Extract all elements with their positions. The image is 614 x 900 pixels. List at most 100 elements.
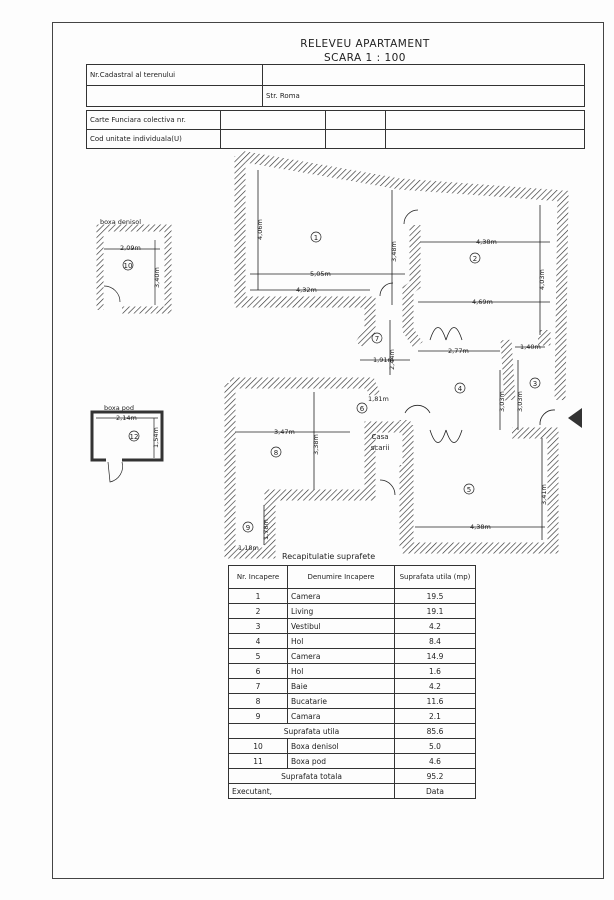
cell-nr: 2 [228,603,288,619]
cell [385,129,585,149]
dim-label: 1,81m [368,395,389,403]
cell-name: Bucatarie [287,693,395,709]
boxa-denisol: boxa denisol 2,09m 3,40m 10 [96,218,172,314]
cell-nr: 4 [228,633,288,649]
cell-name: Baie [287,678,395,694]
boxa-denisol-number: 10 [124,262,133,270]
room-5-label: 5 [467,486,471,494]
room-labels: 1 2 3 4 5 6 7 8 9 Casa scarii [242,231,541,533]
header-nr: Nr. Incapere [228,565,288,589]
dim-label: 1,18m [238,544,259,552]
cell-name: Boxa pod [287,753,395,769]
entrance-arrow-icon [568,408,582,428]
cell-nr: 9 [228,708,288,724]
cell-name: Camera [287,588,395,604]
table-row-executant: Executant, Data [228,783,476,799]
room-8-label: 8 [274,449,278,457]
dim-label: 5,05m [310,270,331,278]
room-7-label: 7 [375,335,379,343]
room-3-label: 3 [533,380,537,388]
executant-label: Executant, [228,783,395,799]
boxa-pod-width: 2,14m [116,414,137,422]
dim-label: 3,38m [312,434,320,455]
stair-label-2: scarii [371,444,390,452]
cell-name: Vestibul [287,618,395,634]
dimension-lines [235,170,556,545]
cell-name: Hol [287,633,395,649]
address-value: Str. Roma [262,85,585,107]
cell-name: Camera [287,648,395,664]
dim-label: 2,77m [448,347,469,355]
dim-label: 3,48m [390,241,398,262]
cell-area: 8.4 [394,633,476,649]
room-2-label: 2 [473,255,477,263]
dim-label: 1,78m [262,519,270,540]
cell-name: Living [287,603,395,619]
table-row-total: Suprafata totala 95.2 [228,768,476,784]
total-value: 95.2 [394,768,476,784]
cell-nr: 5 [228,648,288,664]
cell-area: 4.2 [394,618,476,634]
dim-label: 3,03m [516,391,524,412]
room-9-label: 9 [246,524,250,532]
cell-area: 11.6 [394,693,476,709]
recap-table: Nr. Incapere Denumire Incapere Suprafata… [228,565,476,799]
document-scale: SCARA 1 : 100 [323,52,406,64]
recap-title: Recapitulatie suprafete [282,552,376,561]
table-header: Nr. Incapere Denumire Incapere Suprafata… [228,565,476,589]
cell-nr: 6 [228,663,288,679]
cell-nr: 10 [228,738,288,754]
cell-area: 2.1 [394,708,476,724]
room-4-label: 4 [458,385,463,393]
cell-area: 19.1 [394,603,476,619]
cell-area: 4.2 [394,678,476,694]
dim-label: 4,06m [256,219,264,240]
boxa-pod-title: boxa pod [104,404,134,412]
dim-label: 1,40m [520,343,541,351]
dimension-labels: 4,06m 5,05m 4,32m 3,48m 4,38m 4,03m 4,69… [238,219,548,552]
dim-label: 3,47m [274,428,295,436]
document-frame [52,22,604,879]
dim-label: 3,41m [540,484,548,505]
boxa-pod-height: 1,54m [152,427,160,448]
useful-value: 85.6 [394,723,476,739]
date-label: Data [394,783,476,799]
document-title: RELEVEU APARTAMENT [300,38,430,50]
cell-area: 1.6 [394,663,476,679]
total-label: Suprafata totala [228,768,395,784]
dim-label: 1,91m [373,356,394,364]
boxa-denisol-title: boxa denisol [100,218,141,226]
useful-label: Suprafata utila [228,723,395,739]
walls [224,150,569,559]
cell-name: Boxa denisol [287,738,395,754]
header-name: Denumire Incapere [287,565,395,589]
boxa-denisol-width: 2,09m [120,244,141,252]
boxa-denisol-height: 3,40m [153,267,161,288]
cell-area: 5.0 [394,738,476,754]
cell-nr: 1 [228,588,288,604]
room-1-label: 1 [314,234,318,242]
cell-nr: 11 [228,753,288,769]
dim-label: 2,44m [388,349,396,370]
dim-label: 4,69m [472,298,493,306]
cell-area: 19.5 [394,588,476,604]
stair-label-1: Casa [371,433,388,441]
cell-nr: 8 [228,693,288,709]
boxa-pod-number: 12 [130,433,139,441]
table-row-useful: Suprafata utila 85.6 [228,723,476,739]
dim-label: 4,38m [476,238,497,246]
cell-nr: 3 [228,618,288,634]
cell-name: Camara [287,708,395,724]
dim-label: 4,32m [296,286,317,294]
